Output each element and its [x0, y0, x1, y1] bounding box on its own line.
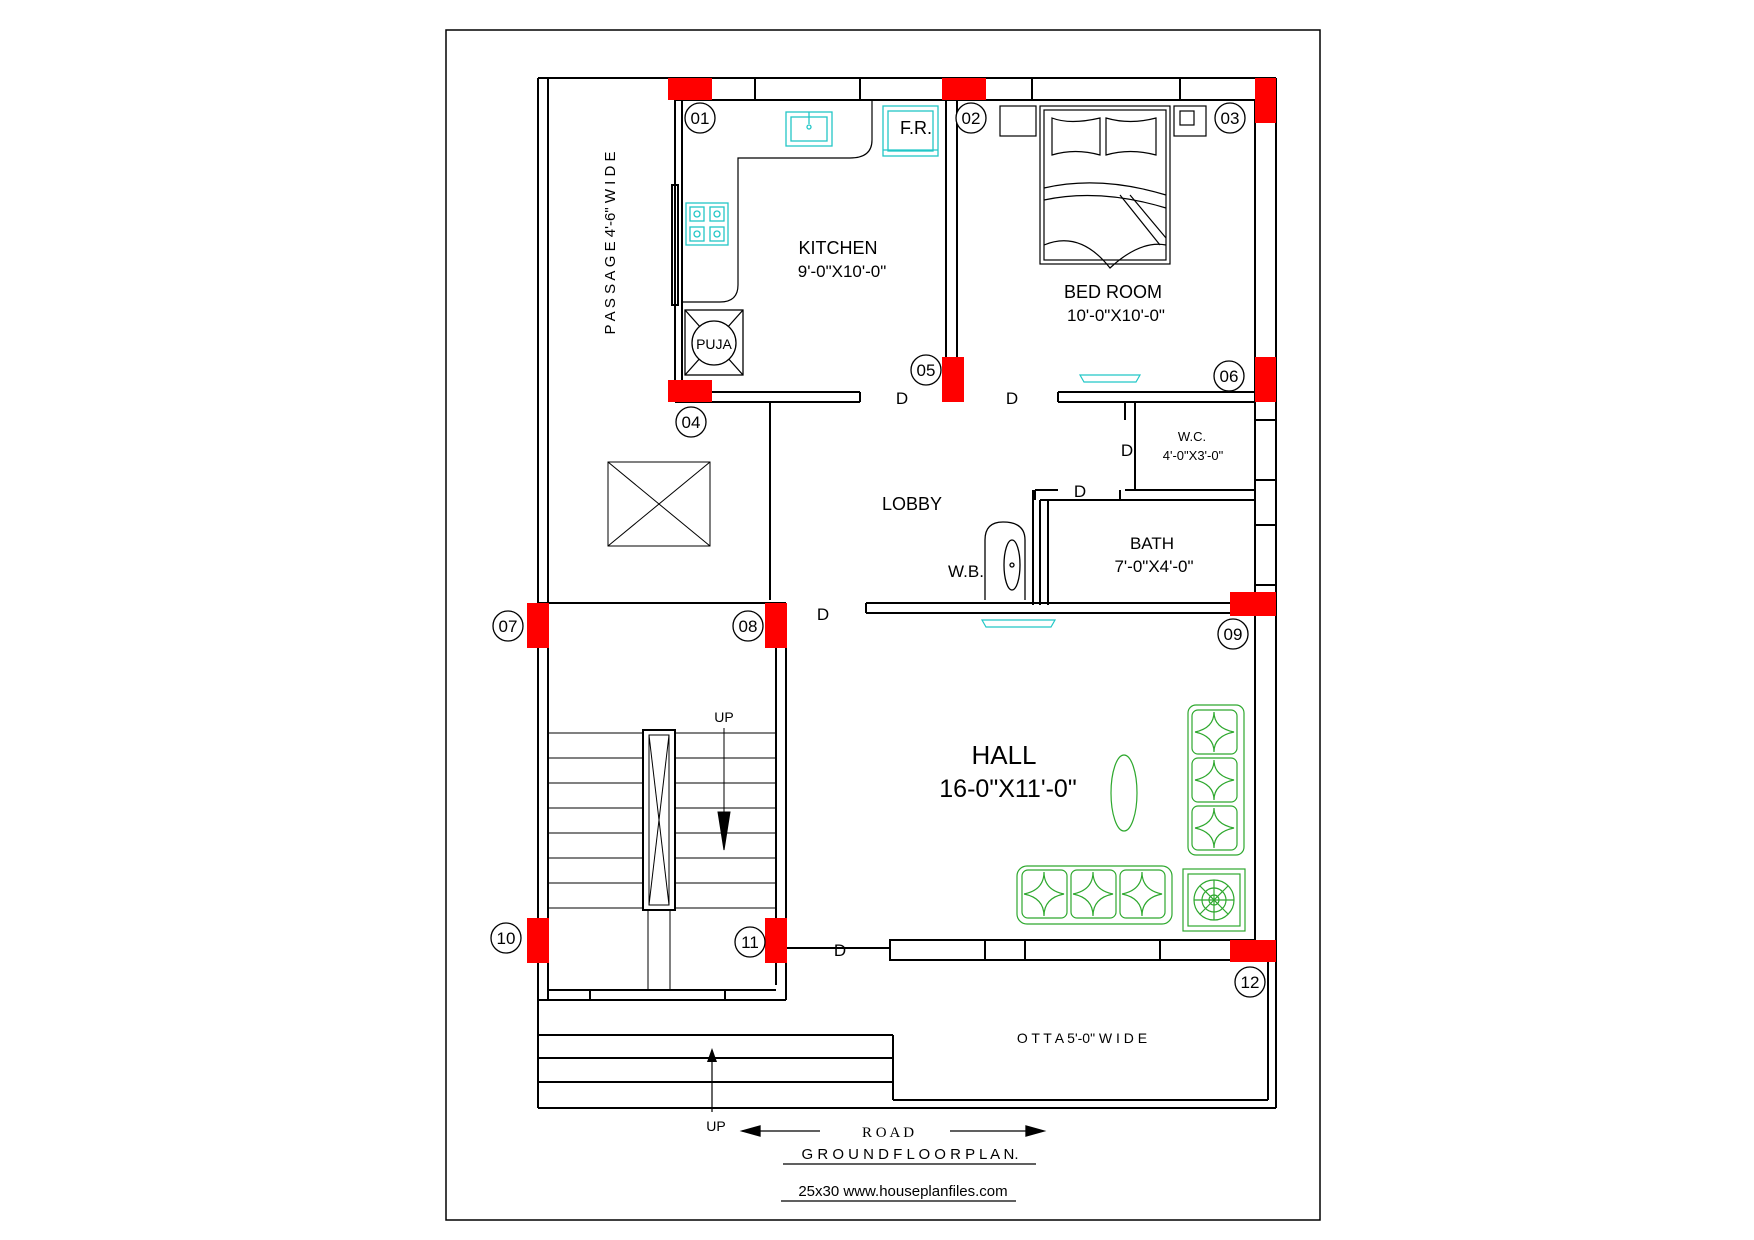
- window-sills: [980, 374, 1142, 628]
- stair-up-label: UP: [714, 709, 733, 725]
- bedroom-size: 10'-0"X10'-0": [1067, 306, 1165, 325]
- door-label: D: [817, 605, 829, 624]
- hall-name: HALL: [971, 740, 1036, 770]
- door-label: D: [1121, 441, 1133, 460]
- column-label: 04: [682, 413, 701, 432]
- bedroom-name: BED ROOM: [1064, 282, 1162, 302]
- duct-shaft: [607, 461, 711, 547]
- puja-label: PUJA: [696, 336, 732, 352]
- road-arrow: [739, 1125, 1047, 1137]
- puja-unit: [684, 309, 744, 376]
- hall-size: 16-0"X11'-0": [939, 775, 1076, 803]
- column-label: 11: [741, 933, 759, 952]
- wc-name: W.C.: [1178, 429, 1206, 444]
- walls: [537, 77, 1277, 1109]
- kitchen-name: KITCHEN: [798, 238, 877, 258]
- column-label: 09: [1224, 625, 1243, 644]
- column-label: 08: [739, 617, 758, 636]
- fridge-label: F.R.: [900, 118, 932, 138]
- wash-basin-label: W.B.: [948, 562, 984, 581]
- staircase: [548, 728, 776, 990]
- column-label: 12: [1241, 973, 1260, 992]
- footer-text: 25x30 www.houseplanfiles.com: [798, 1183, 1007, 1200]
- column-label: 10: [497, 929, 516, 948]
- door-label: D: [1074, 482, 1086, 501]
- plan-title: G R O U N D F L O O R P L A N.: [802, 1146, 1019, 1163]
- fridge-icon: [882, 105, 939, 157]
- column-label: 05: [917, 361, 936, 380]
- otta-label: O T T A 5'-0" W I D E: [1017, 1030, 1147, 1046]
- wc-size: 4'-0"X3'-0": [1163, 448, 1224, 463]
- column-label: 06: [1220, 367, 1239, 386]
- wash-basin-icon: [984, 521, 1026, 600]
- lobby-name: LOBBY: [882, 494, 942, 514]
- sink-icon: [785, 111, 833, 147]
- bath-name: BATH: [1130, 534, 1174, 553]
- sofa-set: [1016, 704, 1246, 932]
- bed: [999, 105, 1207, 269]
- door-label: D: [1006, 389, 1018, 408]
- kitchen-size: 9'-0"X10'-0": [798, 262, 887, 281]
- door-labels: D D D D D D: [817, 389, 1133, 960]
- bath-size: 7'-0"X4'-0": [1114, 557, 1193, 576]
- kitchen-counter: [682, 99, 873, 303]
- column-label: 07: [499, 617, 518, 636]
- columns: [527, 78, 1276, 963]
- step-up-label: UP: [706, 1118, 725, 1134]
- column-numbers: 01 02 03 04 05 06 07 08 09 10 11 12: [497, 109, 1260, 992]
- sheet-border: [445, 29, 1321, 1221]
- door-label: D: [834, 941, 846, 960]
- column-label: 03: [1221, 109, 1240, 128]
- stove-icon: [685, 202, 729, 246]
- road-label: R O A D: [862, 1125, 914, 1141]
- column-markers: [490, 102, 1266, 998]
- door-label: D: [896, 389, 908, 408]
- column-label: 01: [691, 109, 710, 128]
- passage-label: P A S S A G E 4'-6" W I D E: [602, 152, 619, 335]
- column-label: 02: [962, 109, 981, 128]
- step-up-arrow: [707, 1048, 717, 1112]
